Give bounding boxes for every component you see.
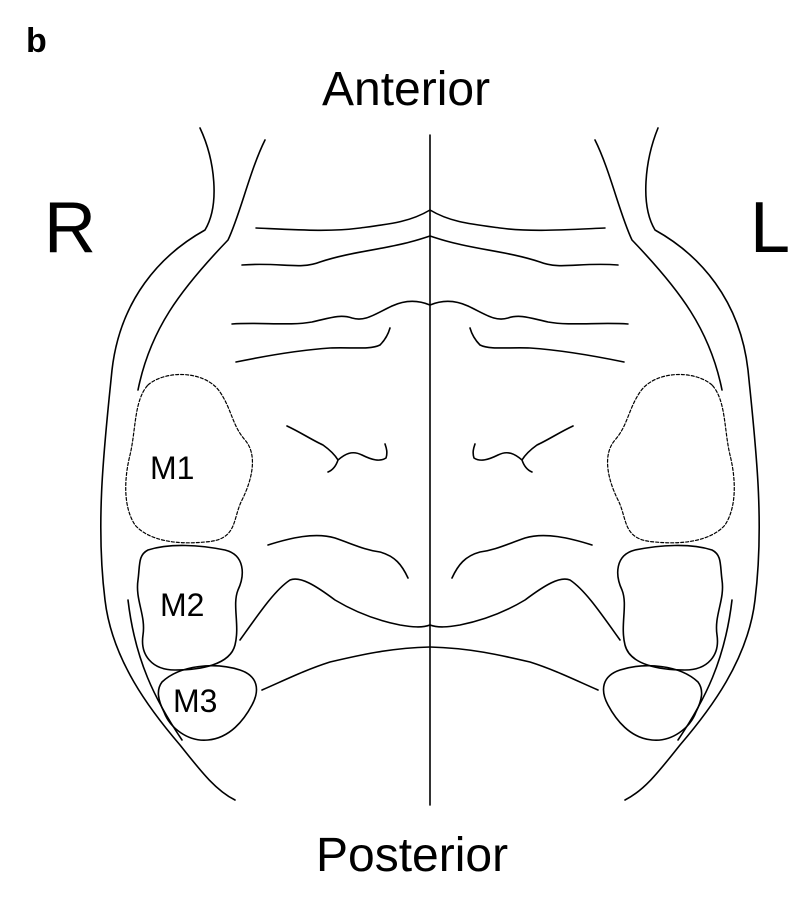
anterior-label: Anterior <box>322 66 490 114</box>
ruga-5-left <box>473 426 573 472</box>
tooth-m3-left <box>604 666 702 740</box>
ruga-5-right <box>287 426 387 472</box>
posterior-label: Posterior <box>316 832 508 880</box>
tooth-m1-left <box>608 375 735 543</box>
ruga-6-left <box>452 536 592 578</box>
tooth-label-m1: M1 <box>150 452 194 484</box>
ruga-6-right <box>268 536 408 578</box>
ruga-4-right <box>236 328 390 362</box>
ruga-7-left <box>430 579 620 640</box>
ruga-7-right <box>240 579 430 640</box>
ruga-2-left <box>430 236 618 266</box>
ruga-1-right <box>256 210 430 230</box>
ruga-3-right <box>232 301 430 324</box>
ruga-2-right <box>242 236 430 266</box>
outer-outline-left <box>625 128 759 800</box>
right-side-label: R <box>44 192 96 264</box>
tooth-m2-left <box>618 545 723 670</box>
ruga-3-left <box>430 301 628 324</box>
panel-letter: b <box>26 24 47 58</box>
ruga-4-left <box>470 328 624 362</box>
ruga-8-right <box>262 647 430 690</box>
ruga-1-left <box>430 210 605 230</box>
left-side-label: L <box>750 192 790 264</box>
tooth-label-m2: M2 <box>160 589 204 621</box>
ruga-8-left <box>430 647 598 690</box>
tooth-label-m3: M3 <box>173 685 217 717</box>
